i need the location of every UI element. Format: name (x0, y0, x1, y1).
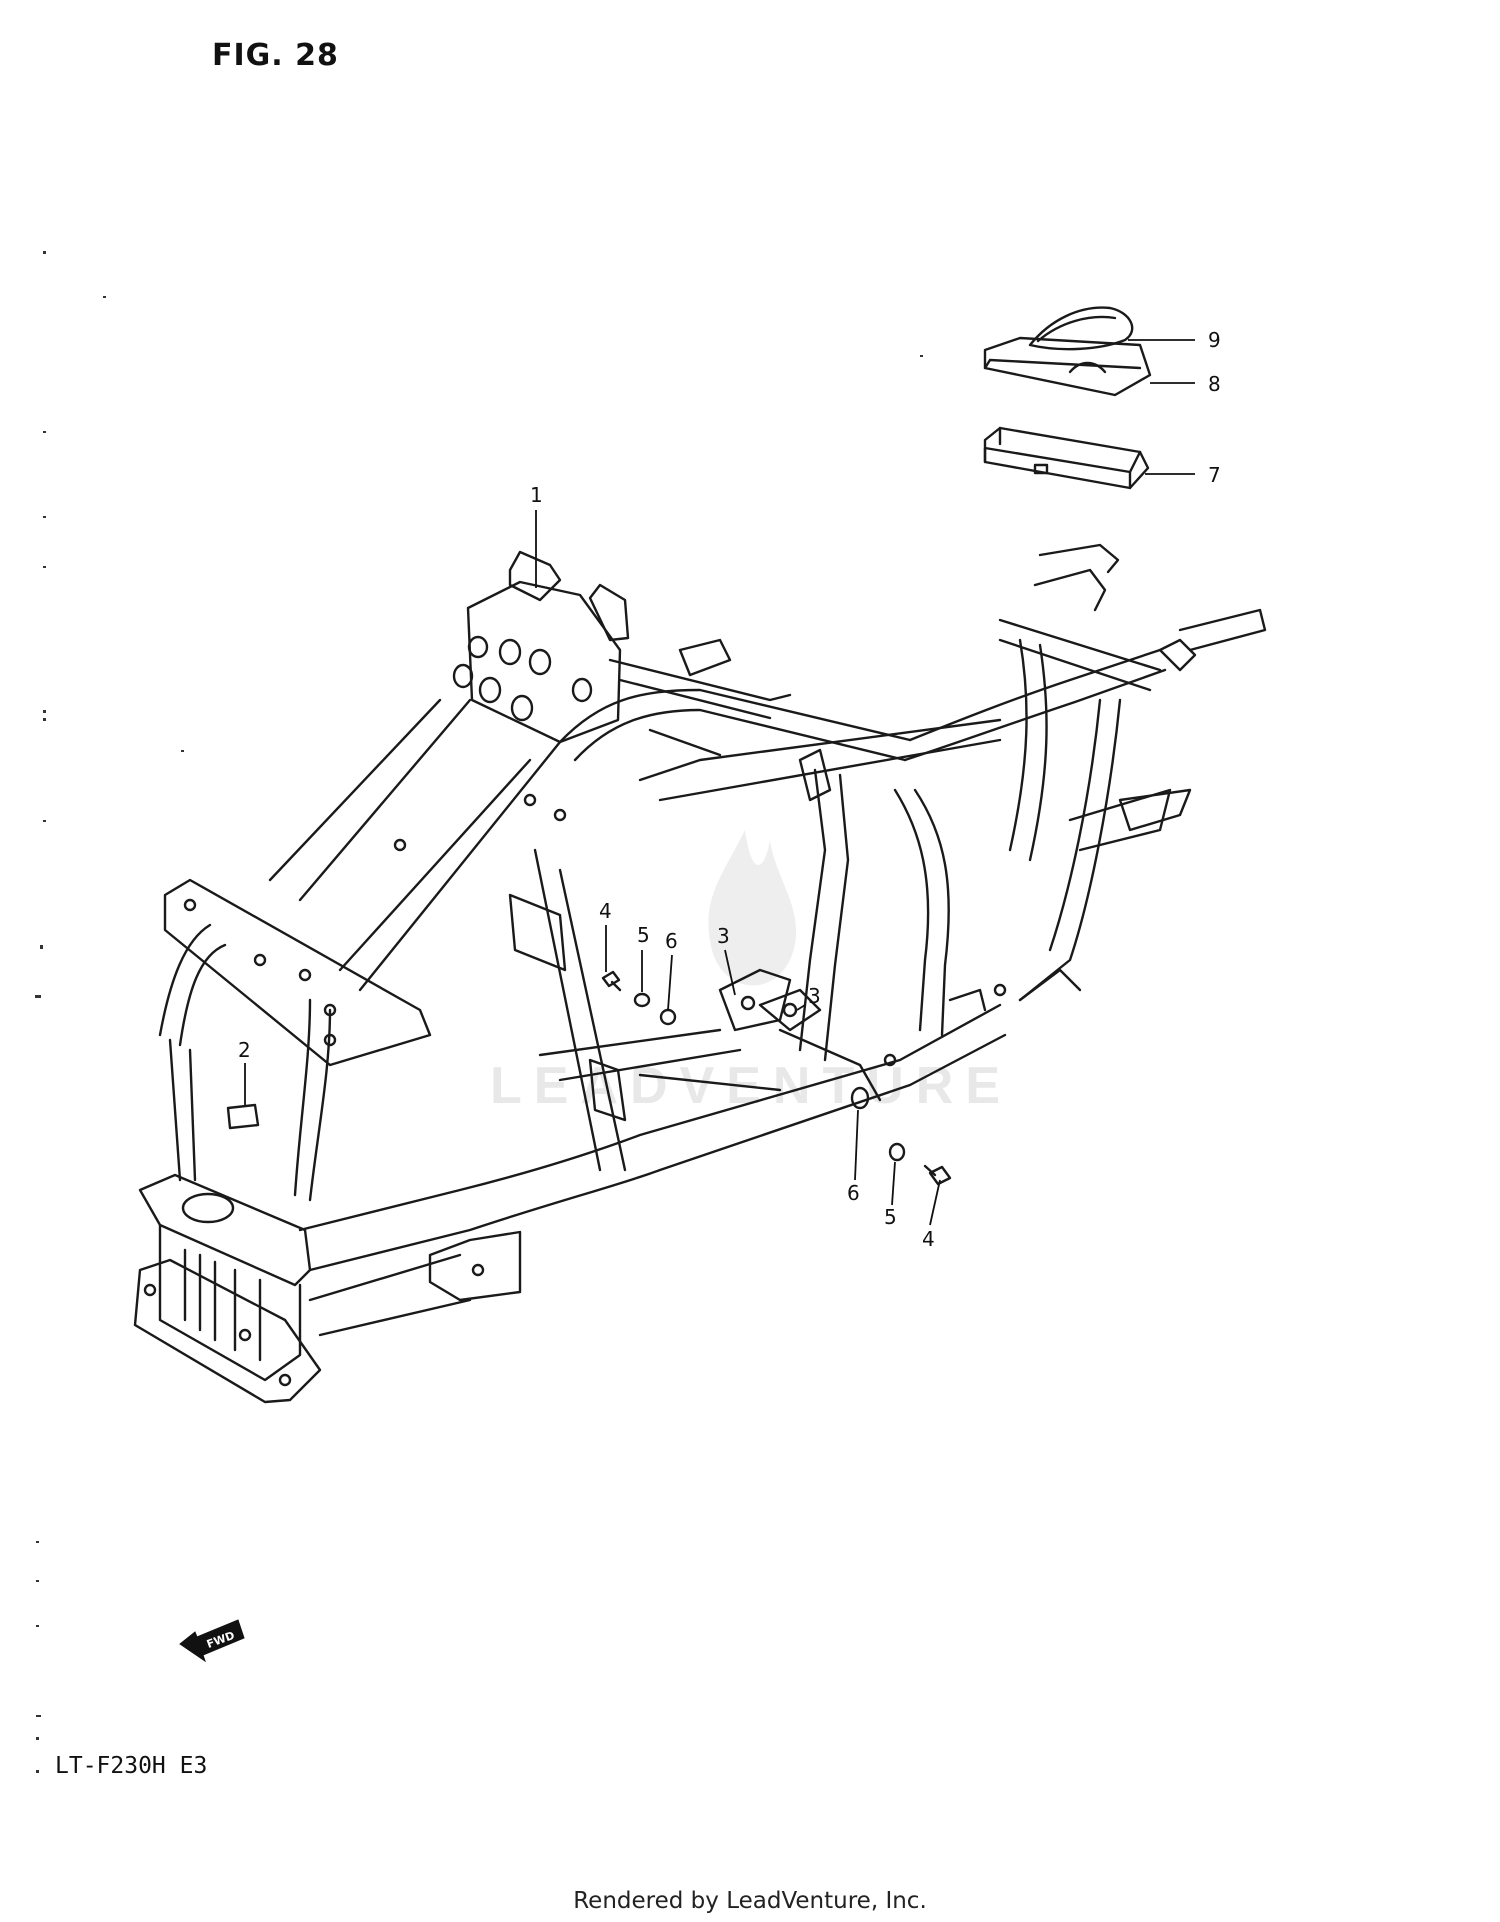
callout-4-upper: 4 (599, 899, 612, 923)
engine-mount-left (718, 968, 792, 1032)
part-6-nut-a (659, 1008, 677, 1026)
front-gusset-plate (466, 580, 622, 744)
part-1-bracket (508, 550, 562, 602)
watermark-flame-icon (708, 830, 797, 986)
callout-6-upper: 6 (665, 929, 678, 953)
part-5-washer-a (633, 992, 651, 1008)
battery-box-assembly (983, 306, 1152, 490)
part-4-bolt-b (928, 1165, 952, 1186)
part-5-washer-b (888, 1142, 906, 1162)
lower-rail-bracket (428, 1230, 522, 1302)
callout-7: 7 (1208, 463, 1221, 487)
callout-8: 8 (1208, 372, 1221, 396)
callout-6-lower: 6 (847, 1181, 860, 1205)
atv-frame (133, 543, 1267, 1404)
hardware-parts (226, 970, 952, 1186)
callout-5-upper: 5 (637, 923, 650, 947)
engine-mount-right (758, 988, 822, 1032)
callout-1: 1 (530, 483, 543, 507)
part-7-tray (983, 426, 1150, 490)
callouts: 9 8 7 1 4 5 6 3 3 2 6 5 4 (238, 328, 1221, 1251)
fwd-arrow-icon: FWD (179, 1619, 245, 1663)
callout-3-lower: 3 (808, 984, 821, 1008)
render-credit: Rendered by LeadVenture, Inc. (573, 1888, 927, 1914)
front-cross-plate (163, 878, 432, 1067)
part-9-band (1028, 306, 1134, 351)
figure-title: FIG. 28 (212, 38, 339, 73)
callout-5-lower: 5 (884, 1205, 897, 1229)
part-6-nut-b (850, 1086, 870, 1110)
callout-2: 2 (238, 1038, 251, 1062)
callout-4-lower: 4 (922, 1227, 935, 1251)
model-code: LT-F230H E3 (55, 1753, 208, 1779)
rear-bracket-plate (1118, 788, 1192, 832)
front-lower-box (138, 1173, 312, 1287)
part-2-clamp (226, 1103, 260, 1130)
part-4-bolt-a (601, 970, 621, 988)
callout-3-upper: 3 (717, 924, 730, 948)
scan-marks (35, 251, 923, 1773)
callout-9: 9 (1208, 328, 1221, 352)
